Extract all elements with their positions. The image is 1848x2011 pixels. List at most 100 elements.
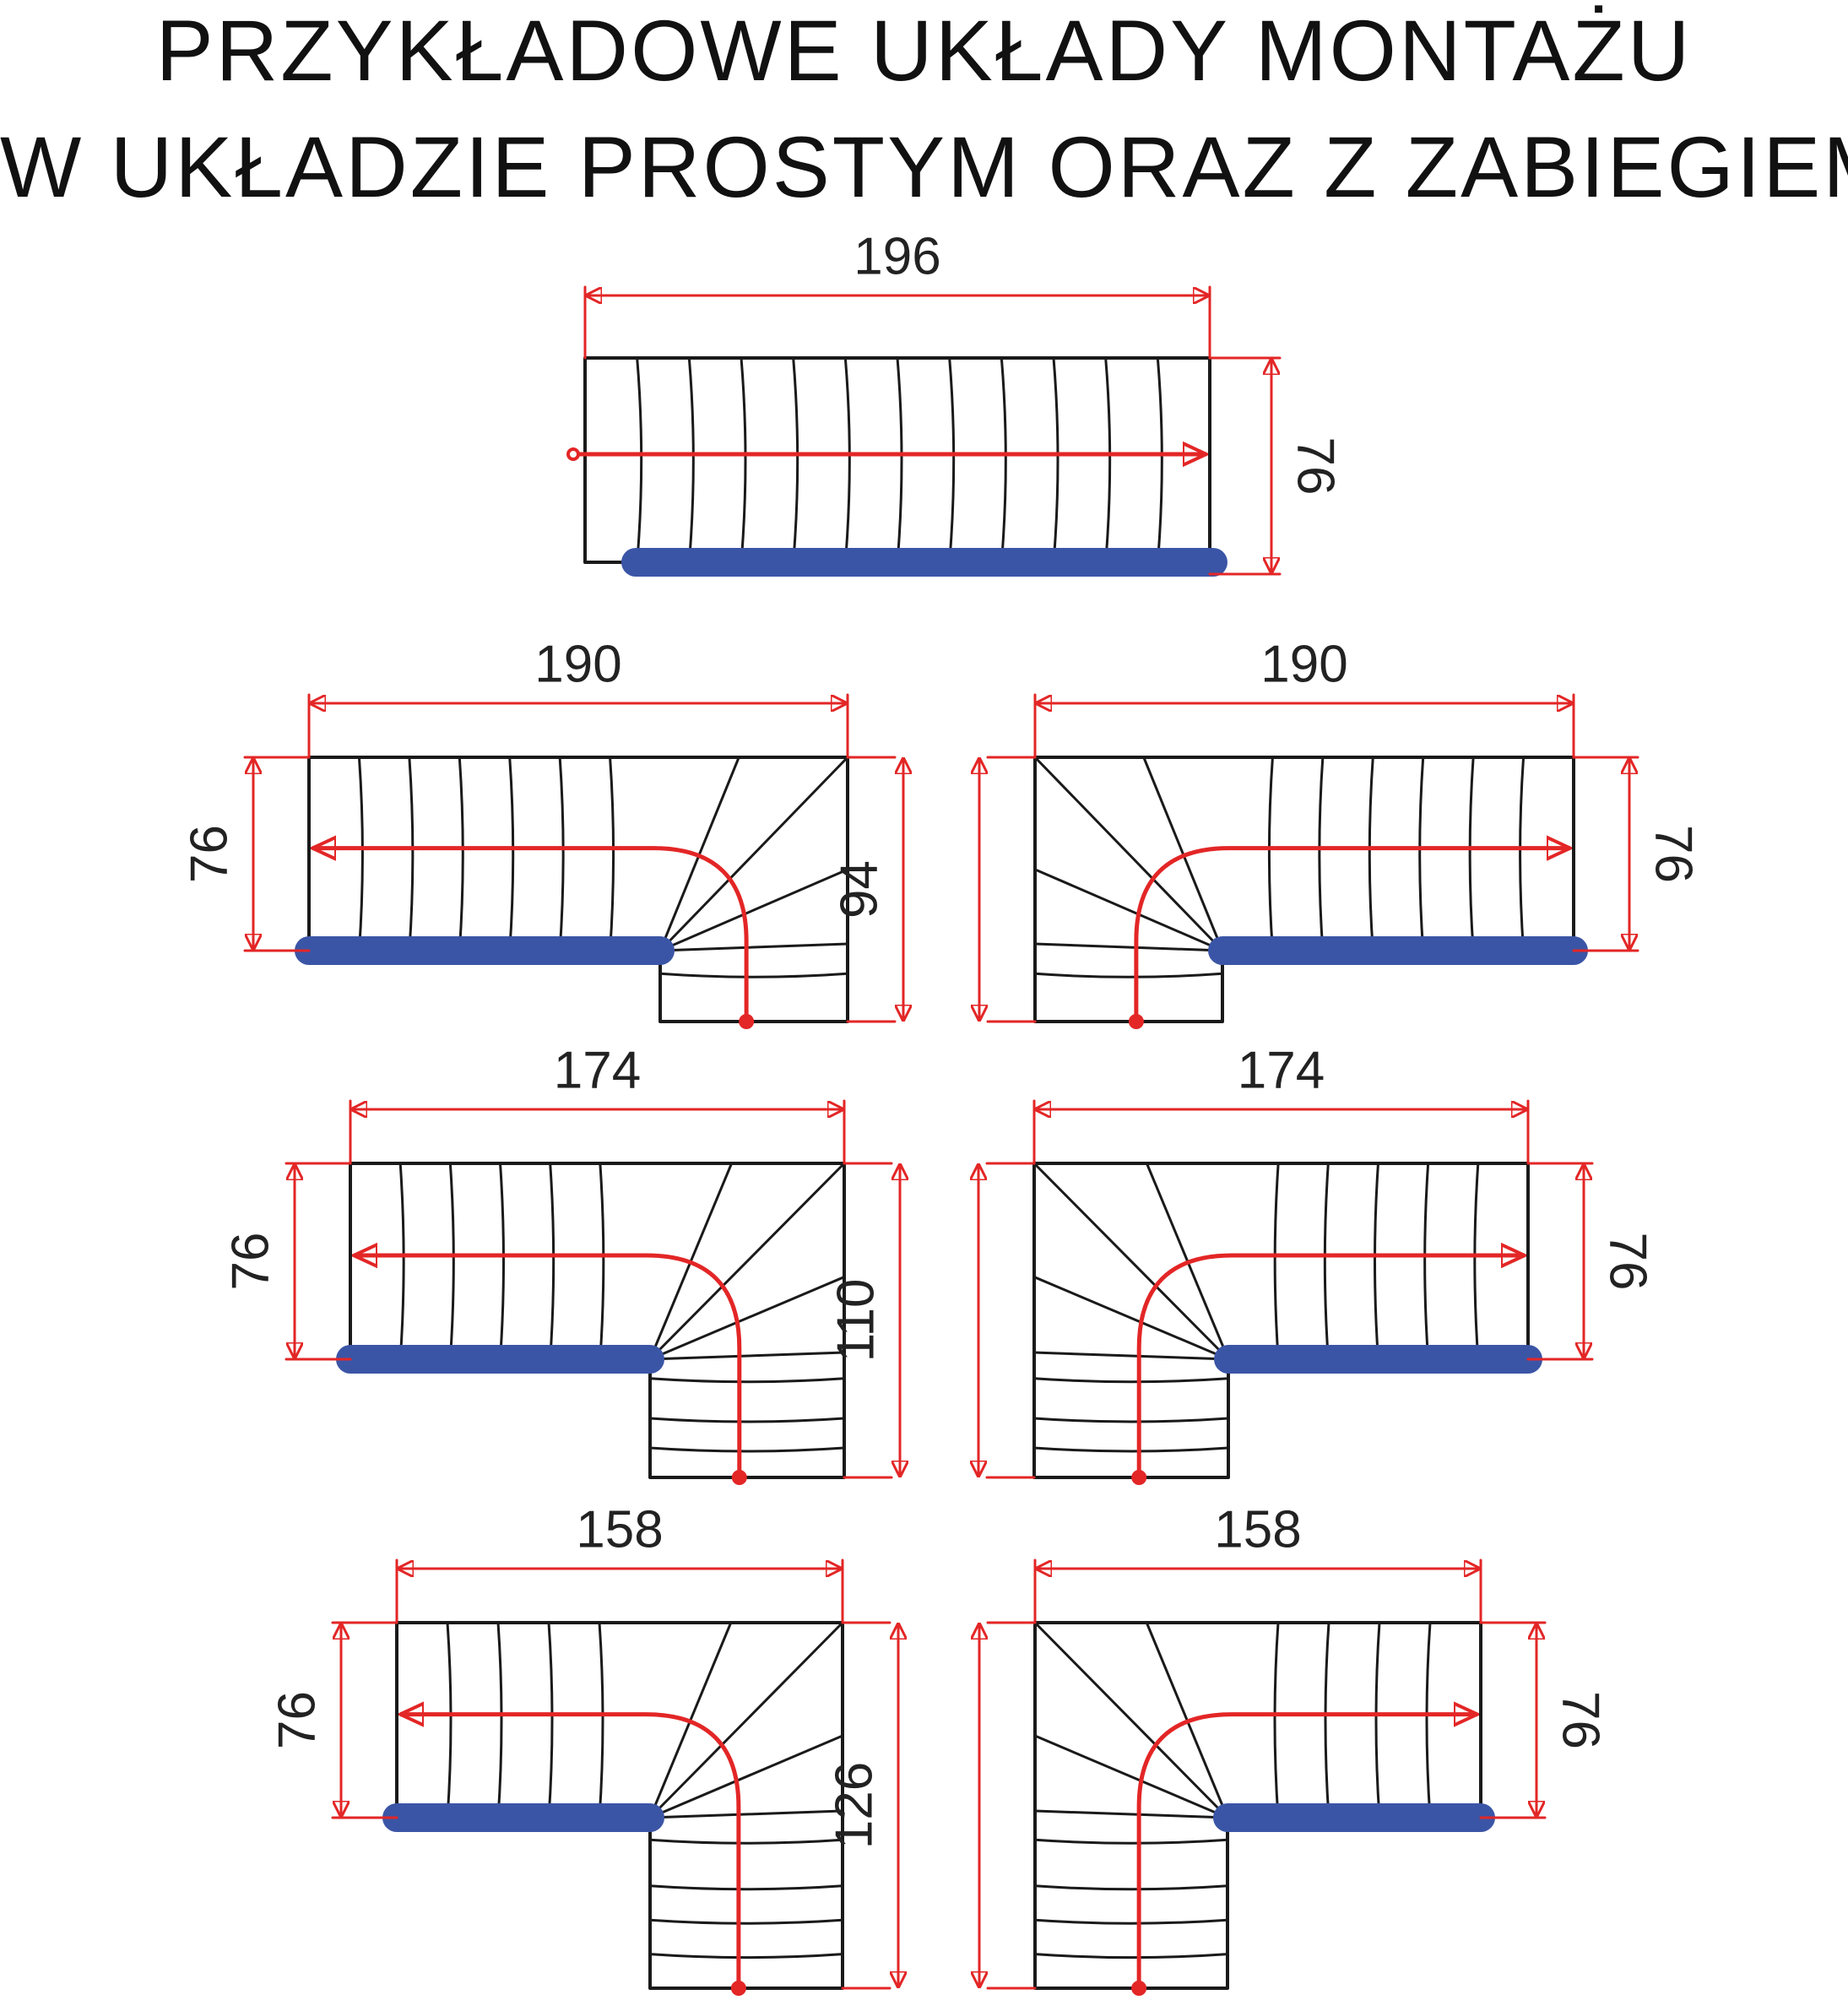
step-line (1033, 1953, 1229, 1960)
dimension-label: 76 (221, 1233, 279, 1291)
step-line (1273, 1621, 1280, 1819)
dimensions: 158 76 (979, 1500, 1610, 1990)
dimensions: 158 76 126 (268, 1500, 898, 1990)
title-line-2: W UKŁADZIE PROSTYM ORAZ Z ZABIEGIEM (0, 119, 1848, 215)
step-line (448, 1162, 455, 1361)
depth-dimension: 76 (1572, 756, 1703, 952)
step-line (1324, 1621, 1330, 1819)
step-line (1423, 1162, 1430, 1361)
winder-step-line (648, 1734, 844, 1819)
step-line (1468, 756, 1475, 952)
step-line (357, 756, 364, 952)
step-line (1473, 1162, 1480, 1361)
winder-step-line (658, 868, 849, 952)
step-line (648, 1884, 844, 1891)
step-line (1425, 1621, 1432, 1819)
walk-line (1136, 1715, 1477, 1988)
step-line (599, 1162, 605, 1361)
walk-line-start (566, 447, 580, 461)
side-dimension: 94 (830, 756, 903, 1023)
step-line (408, 756, 415, 952)
layout-winder-110-right: 174 76 (978, 1041, 1657, 1485)
width-dimension: 174 (1032, 1041, 1530, 1165)
step-line (792, 356, 799, 564)
dimension-label: 94 (830, 860, 888, 919)
stair-plan (1033, 756, 1588, 1029)
dimensions: 174 76 110 (221, 1041, 900, 1479)
step-line (1032, 1417, 1230, 1423)
title-line-1: PRZYKŁADOWE UKŁADY MONTAŻU (155, 3, 1693, 99)
winder-step-line (1033, 1621, 1229, 1819)
stair-outline (583, 356, 1211, 564)
step-line (1052, 356, 1059, 564)
walk-line-start (731, 1470, 747, 1485)
step-line (598, 1621, 604, 1819)
step-line (1323, 1162, 1330, 1361)
winder-step-line (648, 1621, 844, 1819)
step-line (446, 1621, 453, 1819)
dimension-label: 126 (825, 1762, 883, 1849)
step-line (1156, 356, 1163, 564)
dimension-label: 174 (1238, 1041, 1325, 1099)
step-line (658, 972, 849, 978)
step-line (1033, 1838, 1229, 1845)
step-line (648, 1446, 846, 1453)
width-dimension: 158 (1033, 1500, 1482, 1624)
step-line (1033, 1918, 1229, 1925)
walk-line-start (1128, 1014, 1144, 1029)
step-line (648, 1953, 844, 1960)
walk-line (1134, 848, 1570, 1022)
step-line (508, 756, 515, 952)
dimension-label: 76 (180, 825, 238, 883)
step-line (1104, 356, 1112, 564)
winder-step-line (1032, 1276, 1230, 1361)
step-line (636, 356, 643, 564)
width-dimension: 190 (1033, 635, 1575, 759)
dimension-label: 110 (826, 1279, 885, 1363)
dimension-label: 76 (1645, 825, 1703, 883)
dimensions: 190 76 (979, 635, 1703, 1023)
dimension-label: 76 (1552, 1691, 1610, 1749)
step-line (609, 756, 615, 952)
step-line (1318, 756, 1325, 952)
step-line (1374, 1162, 1379, 1361)
stair-outline (349, 1162, 846, 1479)
winder-step-line (1033, 868, 1224, 952)
step-line (740, 356, 747, 564)
stair-plan (336, 1162, 846, 1485)
dimension-label: 76 (268, 1691, 326, 1749)
width-dimension: 174 (349, 1041, 846, 1165)
winder-step-line (1033, 1734, 1229, 1819)
step-line (558, 756, 565, 952)
side-dimension (978, 1162, 1036, 1479)
step-line (648, 1377, 846, 1384)
dimension-label: 76 (1599, 1233, 1657, 1291)
step-line (549, 1162, 555, 1361)
step-line (499, 1162, 505, 1361)
layout-winder-94-right: 190 76 (979, 635, 1703, 1029)
step-line (687, 356, 695, 564)
walk-line-start (1131, 1470, 1147, 1485)
step-line (1000, 356, 1007, 564)
step-line (1374, 1621, 1381, 1819)
walk-line-start (1131, 1981, 1147, 1996)
step-line (458, 756, 464, 952)
step-line (648, 1918, 844, 1925)
step-line (948, 356, 956, 564)
walk-line-start (730, 1981, 746, 1996)
depth-dimension: 76 (268, 1621, 398, 1819)
width-dimension: 196 (583, 227, 1211, 360)
step-line (1033, 972, 1224, 978)
step-line (1273, 1162, 1280, 1361)
walk-line (354, 1255, 742, 1477)
winder-step-line (1032, 1162, 1230, 1361)
walk-line (312, 848, 749, 1022)
winder-step-line (648, 1809, 844, 1819)
dimension-label: 190 (1260, 635, 1347, 693)
dimension-label: 158 (576, 1500, 663, 1558)
step-line (1032, 1377, 1230, 1384)
side-dimension (979, 1621, 1037, 1990)
